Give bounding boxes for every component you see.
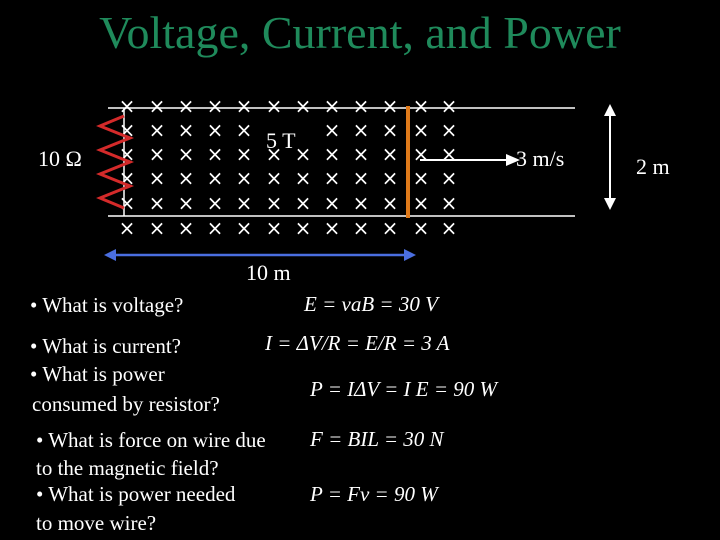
field-x-marker: × [119, 191, 136, 215]
question-power-needed-line1: • What is power needed [36, 482, 236, 506]
question-force-line2: to the magnetic field? [36, 456, 219, 480]
field-x-marker: × [441, 191, 458, 215]
field-x-marker: × [236, 166, 253, 190]
field-x-marker: × [441, 166, 458, 190]
field-x-marker: × [149, 166, 166, 190]
magnetic-field-grid: ××××××××××××××××××××××××××××××××××××××××… [119, 94, 458, 240]
length-label: 10 m [246, 260, 291, 285]
answer-emf: E = vaB = 30 V [304, 292, 438, 316]
field-x-marker: × [353, 216, 370, 240]
resistance-label: 10 Ω [38, 146, 82, 171]
field-x-marker: × [207, 94, 224, 118]
field-x-marker: × [295, 142, 312, 166]
field-x-marker: × [382, 191, 399, 215]
field-x-marker: × [441, 216, 458, 240]
question-voltage: • What is voltage? [30, 293, 184, 317]
resistor-zigzag [95, 114, 135, 210]
field-x-marker: × [413, 191, 430, 215]
length-arrowhead-left [104, 249, 116, 261]
field-x-marker: × [353, 94, 370, 118]
field-strength-label: 5 T [266, 128, 296, 153]
field-x-marker: × [413, 94, 430, 118]
field-x-marker: × [207, 142, 224, 166]
velocity-arrowhead [506, 154, 520, 166]
field-x-marker: × [178, 191, 195, 215]
answer-power-needed: P = Fv = 90 W [310, 482, 438, 506]
field-x-marker: × [295, 216, 312, 240]
field-x-marker: × [324, 94, 341, 118]
question-power-needed-line2: to move wire? [36, 511, 157, 535]
field-x-marker: × [382, 142, 399, 166]
field-x-marker: × [119, 216, 136, 240]
field-x-marker: × [382, 118, 399, 142]
field-x-marker: × [413, 216, 430, 240]
slide-title: Voltage, Current, and Power [99, 7, 621, 58]
field-x-marker: × [324, 216, 341, 240]
field-x-marker: × [149, 142, 166, 166]
field-x-marker: × [441, 94, 458, 118]
field-x-marker: × [207, 191, 224, 215]
field-x-marker: × [353, 191, 370, 215]
field-x-marker: × [382, 216, 399, 240]
height-arrowhead-top [604, 104, 616, 116]
field-x-marker: × [266, 142, 283, 166]
field-x-marker: × [441, 142, 458, 166]
height-label: 2 m [636, 154, 670, 179]
answer-current: I = ΔV/R = E/R = 3 A [265, 331, 450, 355]
field-x-marker: × [441, 118, 458, 142]
question-power-line1: • What is power [30, 362, 165, 386]
field-x-marker: × [324, 191, 341, 215]
length-arrowhead-right [404, 249, 416, 261]
field-x-marker: × [266, 191, 283, 215]
field-x-marker: × [149, 191, 166, 215]
field-x-marker: × [236, 191, 253, 215]
field-x-marker: × [236, 94, 253, 118]
field-x-marker: × [119, 94, 136, 118]
field-x-marker: × [178, 142, 195, 166]
field-x-marker: × [207, 166, 224, 190]
field-x-marker: × [295, 94, 312, 118]
field-x-marker: × [149, 118, 166, 142]
field-x-marker: × [178, 94, 195, 118]
field-x-marker: × [266, 94, 283, 118]
question-force-line1: • What is force on wire due [36, 428, 266, 452]
answer-power-resistor: P = IΔV = I E = 90 W [310, 377, 498, 401]
answer-force: F = BIL = 30 N [310, 427, 444, 451]
field-x-marker: × [149, 94, 166, 118]
field-x-marker: × [324, 118, 341, 142]
field-x-marker: × [207, 216, 224, 240]
question-power-line2: consumed by resistor? [32, 392, 220, 416]
height-arrowhead-bottom [604, 198, 616, 210]
field-x-marker: × [149, 216, 166, 240]
question-current: • What is current? [30, 334, 181, 358]
field-x-marker: × [413, 118, 430, 142]
field-x-marker: × [178, 166, 195, 190]
field-x-marker: × [295, 191, 312, 215]
field-x-marker: × [413, 142, 430, 166]
field-x-marker: × [207, 118, 224, 142]
field-x-marker: × [178, 118, 195, 142]
field-x-marker: × [353, 166, 370, 190]
field-x-marker: × [236, 216, 253, 240]
velocity-label: 3 m/s [516, 146, 565, 171]
field-x-marker: × [382, 166, 399, 190]
field-x-marker: × [382, 94, 399, 118]
field-x-marker: × [324, 142, 341, 166]
field-x-marker: × [236, 142, 253, 166]
field-x-marker: × [413, 166, 430, 190]
field-x-marker: × [295, 166, 312, 190]
field-x-marker: × [236, 118, 253, 142]
field-x-marker: × [353, 118, 370, 142]
field-x-marker: × [324, 166, 341, 190]
field-x-marker: × [178, 216, 195, 240]
field-x-marker: × [266, 166, 283, 190]
field-x-marker: × [266, 216, 283, 240]
field-x-marker: × [353, 142, 370, 166]
